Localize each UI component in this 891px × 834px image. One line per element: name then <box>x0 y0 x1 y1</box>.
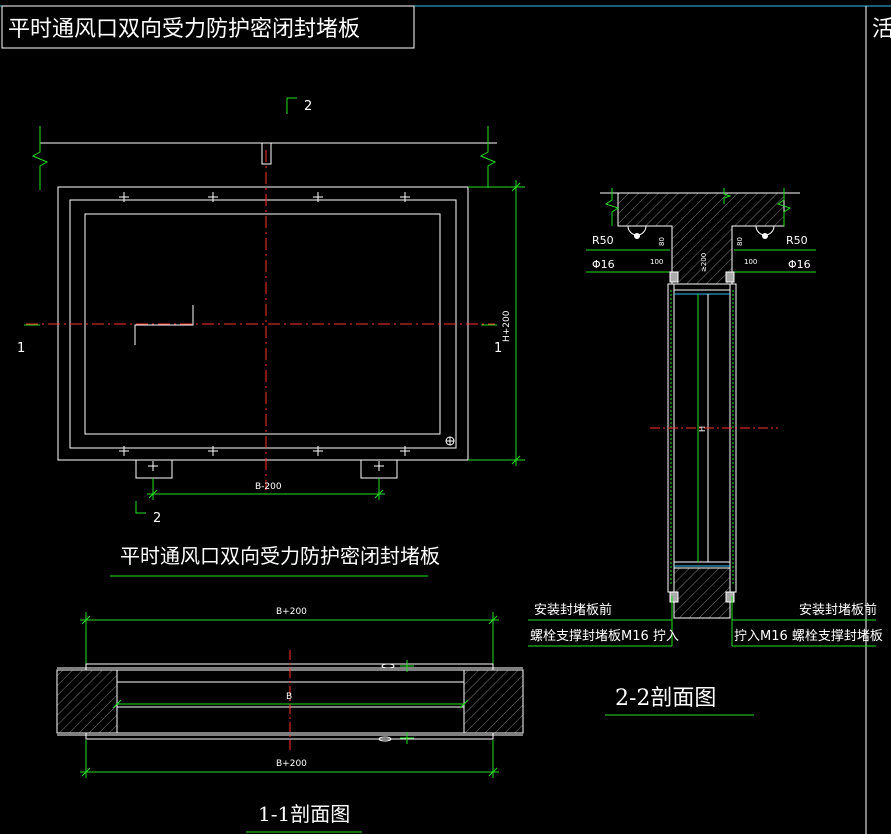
section-mark-right-label: 1 <box>494 341 502 356</box>
bolt-marks <box>119 192 410 456</box>
section-mark-top-label: 2 <box>304 99 312 114</box>
radius-left-label: R50 <box>592 234 614 247</box>
dim-1-1-bottom <box>80 740 499 778</box>
section-2-2: R50 R50 Φ16 Φ16 100 100 80 80 ≥200 H <box>528 188 883 716</box>
dim-h-label: H <box>698 426 707 432</box>
center-lines <box>26 150 495 490</box>
section-mark-bottom-label: 2 <box>153 511 161 526</box>
bar-right-label: Φ16 <box>788 258 811 271</box>
base-hatch <box>673 567 731 619</box>
wall-left-hatch <box>56 669 118 734</box>
support-left <box>135 459 173 479</box>
dim-1-1-top-label: B+200 <box>276 607 307 617</box>
dim-1-1-middle-label: B <box>286 692 292 702</box>
note-install-left: 安装封堵板前 <box>534 602 612 618</box>
dim-height-label: H+200 <box>502 310 512 342</box>
section-2-2-title: 2-2剖面图 <box>615 686 716 711</box>
note-bolt-left: 螺栓支撑封堵板M16 拧入 <box>530 629 679 644</box>
note-bolt-right: 拧入M16 螺栓支撑封堵板 <box>734 629 883 644</box>
dim-height <box>468 180 525 466</box>
section-1-1-title: 1-1剖面图 <box>258 802 350 826</box>
section-markers <box>24 97 497 514</box>
dim-80-left: 80 <box>658 237 666 246</box>
dim-100-right: 100 <box>744 258 757 266</box>
edge-title-fragment: 活 <box>872 17 891 42</box>
radius-right-label: R50 <box>786 234 808 247</box>
section-1-1: B+200 B <box>56 607 524 833</box>
break-marks <box>31 126 497 190</box>
wall-right-hatch <box>463 669 524 734</box>
dim-width <box>147 478 385 500</box>
section-mark-left-label: 1 <box>17 341 25 356</box>
plan-view: 2 2 1 1 H+200 B-200 平时通风口双向受力防护密闭封堵板 <box>17 97 525 577</box>
bar-left-label: Φ16 <box>592 258 615 271</box>
plate-bottom <box>85 732 494 740</box>
dim-80-right: 80 <box>736 237 744 246</box>
dim-1-1-bottom-label: B+200 <box>276 759 307 769</box>
dim-1-1-top <box>80 612 499 666</box>
top-bracket <box>261 142 272 165</box>
dim-1-1-middle <box>112 699 469 709</box>
plan-title: 平时通风口双向受力防护密闭封堵板 <box>120 544 440 568</box>
drawing-title: 平时通风口双向受力防护密闭封堵板 <box>8 17 360 42</box>
title-frame: 平时通风口双向受力防护密闭封堵板 活 <box>0 5 891 834</box>
dim-100-left: 100 <box>650 258 663 266</box>
dim-width-label: B-200 <box>255 482 282 492</box>
dim-200: ≥200 <box>700 253 708 272</box>
note-install-right: 安装封堵板前 <box>799 602 877 618</box>
